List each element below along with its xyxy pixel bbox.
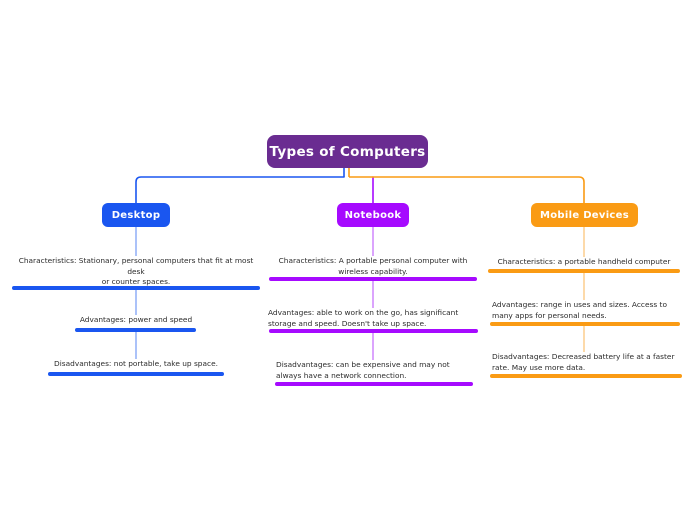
leaf-desktop-disadvantages-underline (48, 372, 224, 376)
leaf-mobile-advantages-text: Advantages: range in uses and sizes. Acc… (492, 300, 667, 320)
leaf-mobile-disadvantages-underline (490, 374, 682, 378)
leaf-desktop-characteristics[interactable]: Characteristics: Stationary, personal co… (12, 256, 260, 290)
leaf-desktop-advantages-underline (75, 328, 196, 332)
root-node[interactable]: Types of Computers (267, 135, 428, 168)
leaf-notebook-characteristics[interactable]: Characteristics: A portable personal com… (268, 256, 478, 281)
leaf-notebook-characteristics-underline (269, 277, 477, 281)
leaf-notebook-advantages-text: Advantages: able to work on the go, has … (268, 308, 459, 328)
leaf-notebook-advantages[interactable]: Advantages: able to work on the go, has … (268, 308, 478, 333)
leaf-desktop-advantages[interactable]: Advantages: power and speed (55, 315, 217, 332)
leaf-mobile-advantages[interactable]: Advantages: range in uses and sizes. Acc… (490, 300, 680, 326)
leaf-desktop-disadvantages[interactable]: Disadvantages: not portable, take up spa… (38, 359, 234, 376)
branch-node-desktop-label: Desktop (111, 209, 161, 221)
branch-node-notebook[interactable]: Notebook (337, 203, 409, 227)
leaf-notebook-characteristics-text: Characteristics: A portable personal com… (278, 256, 468, 276)
branch-node-mobile-label: Mobile Devices (540, 209, 629, 221)
connector-root-to-mobile (372, 176, 585, 204)
leaf-notebook-disadvantages[interactable]: Disadvantages: can be expensive and may … (275, 360, 473, 386)
root-node-label: Types of Computers (269, 143, 426, 160)
branch-node-mobile[interactable]: Mobile Devices (531, 203, 638, 227)
leaf-mobile-characteristics-underline (488, 269, 680, 273)
leaf-desktop-advantages-text: Advantages: power and speed (79, 315, 193, 324)
branch-node-notebook-label: Notebook (344, 209, 402, 221)
leaf-desktop-characteristics-underline (12, 286, 260, 290)
leaf-mobile-characteristics[interactable]: Characteristics: a portable handheld com… (488, 257, 680, 273)
branch-node-desktop[interactable]: Desktop (102, 203, 170, 227)
connector-root-to-desktop (135, 176, 345, 204)
leaf-mobile-disadvantages-text: Disadvantages: Decreased battery life at… (492, 352, 675, 372)
leaf-mobile-advantages-underline (490, 322, 680, 326)
leaf-notebook-disadvantages-text: Disadvantages: can be expensive and may … (276, 360, 450, 380)
leaf-mobile-characteristics-text: Characteristics: a portable handheld com… (497, 257, 671, 266)
leaf-desktop-characteristics-text: Characteristics: Stationary, personal co… (18, 256, 254, 287)
leaf-notebook-disadvantages-underline (275, 382, 473, 386)
leaf-desktop-disadvantages-text: Disadvantages: not portable, take up spa… (54, 359, 218, 368)
leaf-notebook-advantages-underline (269, 329, 478, 333)
leaf-mobile-disadvantages[interactable]: Disadvantages: Decreased battery life at… (490, 352, 682, 378)
